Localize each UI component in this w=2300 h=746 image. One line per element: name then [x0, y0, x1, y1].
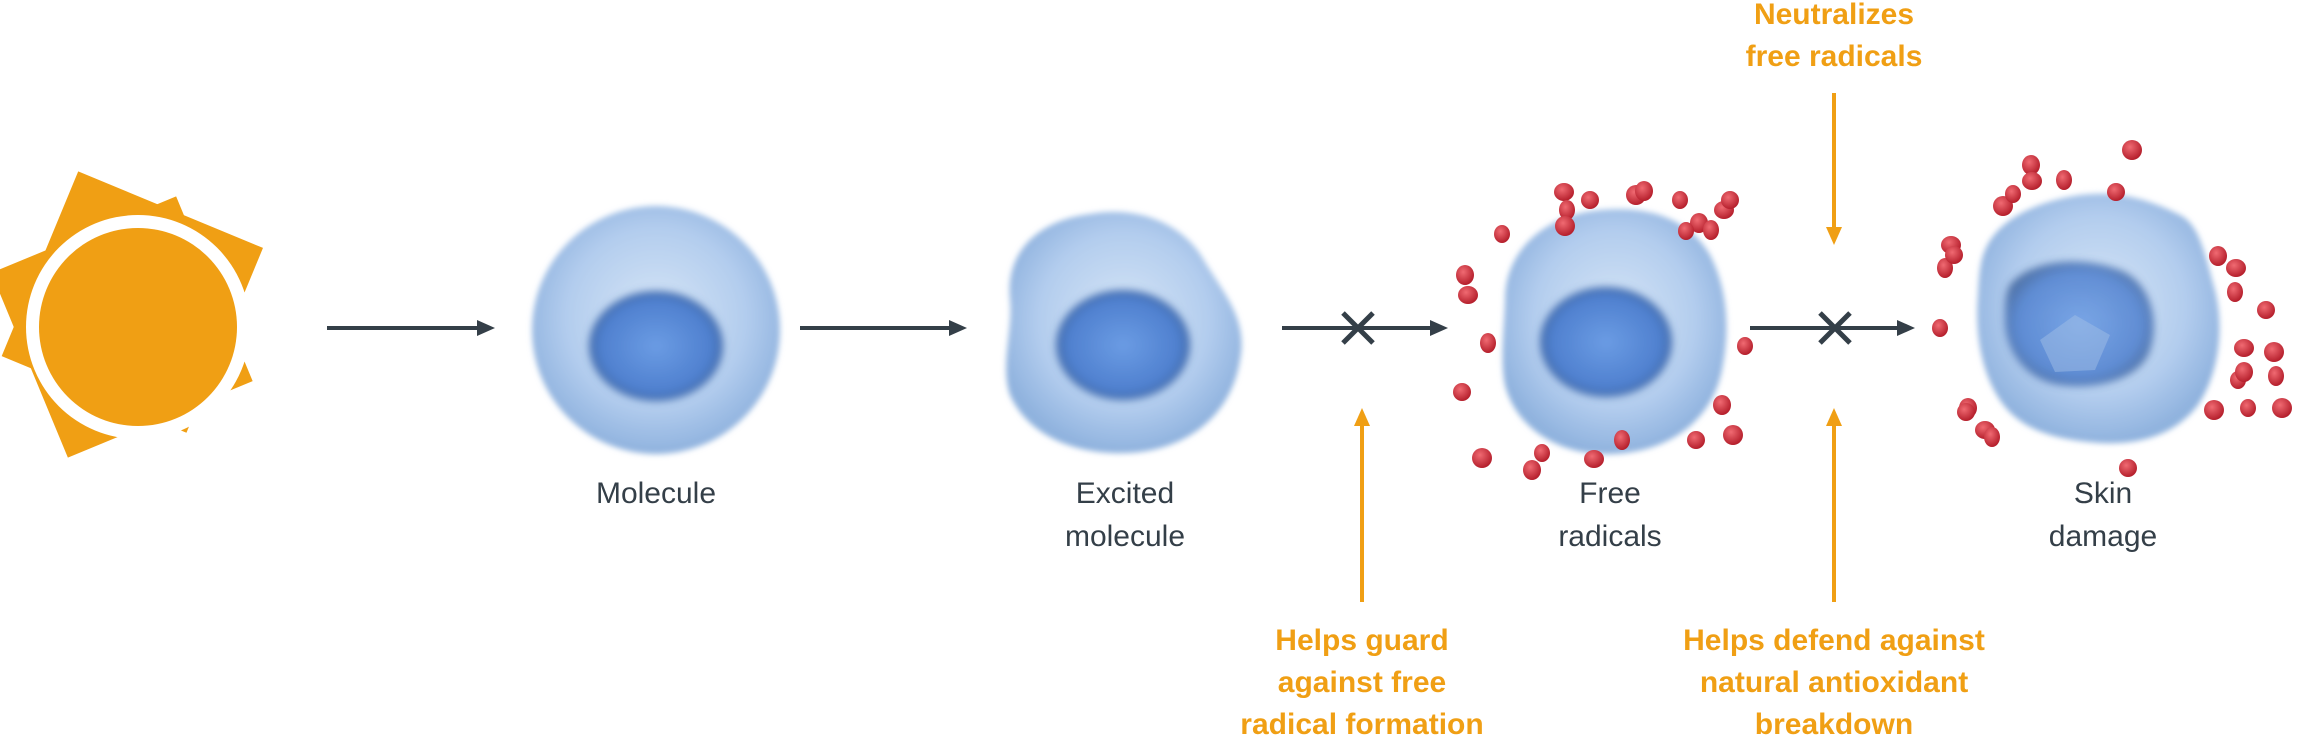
- radical-particle: [1932, 319, 1948, 337]
- sun-disc: [39, 228, 237, 426]
- radical-particle: [2119, 459, 2137, 477]
- radical-particle: [2226, 259, 2246, 277]
- radical-particle: [2234, 339, 2254, 357]
- stage-label-free-radicals: Free radicals: [1558, 477, 1662, 553]
- radical-particle: [2240, 399, 2256, 417]
- arrow-molecule-to-excited: [800, 320, 967, 336]
- radical-particle: [1494, 225, 1510, 243]
- accent-arrows: [1354, 93, 1842, 602]
- radical-particle: [2005, 185, 2021, 203]
- radical-particle: [1534, 444, 1550, 462]
- radical-particle: [1945, 246, 1963, 264]
- radical-particle: [2107, 183, 2125, 201]
- radical-particle: [2235, 362, 2253, 382]
- sun-icon: [0, 171, 263, 458]
- annotation-defend: Helps defend against natural antioxidant…: [1683, 624, 1985, 741]
- radical-particle: [1458, 286, 1478, 304]
- radical-particle: [1713, 395, 1731, 415]
- radical-particle: [2204, 400, 2224, 420]
- radical-particle: [1581, 191, 1599, 209]
- radical-particle: [2056, 170, 2072, 190]
- radical-particle: [1480, 333, 1496, 353]
- arrow-sun-to-molecule: [327, 320, 495, 336]
- radical-particle: [1456, 265, 1474, 285]
- radical-particle: [1523, 460, 1541, 480]
- arrow-radicals-to-damage: [1750, 320, 1915, 336]
- radical-cell-icon: [1502, 209, 1727, 455]
- radical-particle: [2257, 301, 2275, 319]
- radical-particle: [2268, 366, 2284, 386]
- stage-label-excited-molecule: Excited molecule: [1064, 477, 1186, 553]
- radical-particle: [1635, 181, 1653, 201]
- radical-particle: [1614, 430, 1630, 450]
- annotation-guard: Helps guard against free radical formati…: [1240, 624, 1484, 741]
- arrow-up-guard: [1354, 408, 1370, 602]
- annotation-neutralize: Neutralizes free radicals: [1745, 0, 1923, 73]
- radical-particle: [1723, 425, 1743, 445]
- radical-particle: [2264, 342, 2284, 362]
- radical-particle: [1687, 431, 1705, 449]
- radical-particle: [1984, 427, 2000, 447]
- radical-particle: [1453, 383, 1471, 401]
- radical-particle: [1555, 216, 1575, 236]
- radical-particle: [2122, 140, 2142, 160]
- radical-particle: [2022, 155, 2040, 175]
- block-x-icon-1: [1341, 311, 1375, 345]
- radical-particle: [2209, 246, 2227, 266]
- radical-particle: [1721, 191, 1739, 209]
- radical-particle: [1554, 183, 1574, 201]
- stage-label-skin-damage: Skin damage: [2048, 477, 2158, 553]
- radical-particle: [2227, 282, 2243, 302]
- radical-particle: [1584, 450, 1604, 468]
- radical-particle: [2272, 398, 2292, 418]
- radical-particle: [1937, 258, 1953, 278]
- radical-particle: [1559, 200, 1575, 220]
- arrow-up-defend: [1826, 408, 1842, 602]
- arrow-down-neutralize: [1826, 93, 1842, 245]
- damaged-cell-icon: [1977, 193, 2220, 444]
- radical-particle: [1737, 337, 1753, 355]
- radical-particles: [1453, 140, 2292, 480]
- cell-icon: [532, 206, 780, 454]
- stage-label-molecule: Molecule: [595, 477, 717, 510]
- radical-particle: [1472, 448, 1492, 468]
- excited-cell-icon: [1006, 211, 1242, 454]
- radical-particle: [1703, 220, 1719, 240]
- arrows: [327, 311, 1915, 345]
- radical-particle: [2022, 172, 2042, 190]
- radical-particle: [1672, 191, 1688, 209]
- radical-particle: [1957, 403, 1975, 421]
- radical-particle: [1678, 222, 1694, 240]
- block-x-icon-2: [1818, 311, 1852, 345]
